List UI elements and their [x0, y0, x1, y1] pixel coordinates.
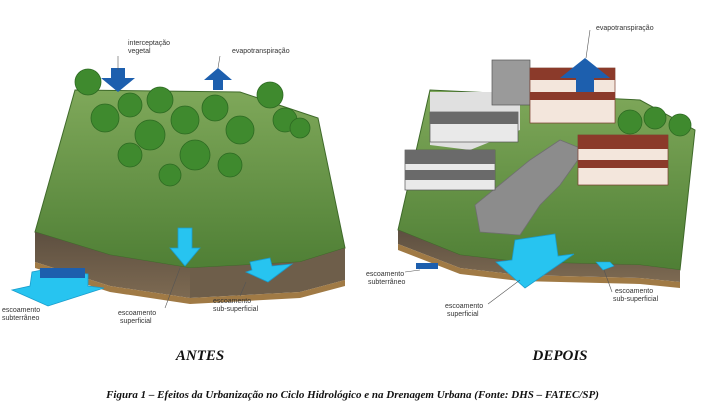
tree-icon: [225, 115, 255, 145]
after-label-groundwater-1: escoamento: [366, 271, 404, 278]
after-title: DEPOIS: [532, 348, 588, 364]
after-subsurface-arrow: [595, 261, 615, 271]
after-groundwater-arrow: [416, 263, 438, 269]
after-label-evapotranspiration: evapotranspiração: [596, 25, 654, 32]
before-groundwater-layer: [35, 262, 345, 304]
tree-icon: [74, 68, 102, 96]
before-label-surface-1: escoamento: [118, 310, 156, 317]
tree-icon: [289, 117, 311, 139]
after-evapotranspiration-arrow: [560, 58, 610, 92]
tree-icon: [179, 139, 211, 171]
tree-icon: [158, 163, 182, 187]
before-label-groundwater-2: subterrâneo: [2, 315, 39, 322]
tree-icon: [170, 105, 200, 135]
tree-icon: [90, 103, 120, 133]
tree-icon: [643, 106, 667, 130]
before-title: ANTES: [175, 348, 225, 364]
tree-icon: [617, 109, 643, 135]
before-label-surface-2: superficial: [120, 318, 152, 325]
before-label-interception-2: vegetal: [128, 48, 151, 55]
after-label-surface-1: escoamento: [445, 303, 483, 310]
before-vegetation: [74, 68, 311, 187]
after-surface-runoff-arrow: [495, 233, 575, 289]
before-panel: interceptação vegetal evapotranspiração …: [2, 40, 346, 325]
tree-icon: [256, 81, 284, 109]
before-groundwater-arrow: [10, 269, 105, 307]
before-label-subsurface-1: escoamento: [213, 298, 251, 305]
before-evapotranspiration-arrow: [204, 68, 232, 90]
after-soil-front: [398, 230, 680, 282]
before-interception-arrow: [101, 68, 135, 92]
before-leader-lines: [117, 55, 247, 309]
before-groundwater-block: [40, 268, 85, 278]
tree-icon: [134, 119, 166, 151]
figure-caption: Figura 1 – Efeitos da Urbanização no Cic…: [106, 389, 599, 401]
after-road: [474, 139, 586, 236]
after-vegetation: [617, 106, 692, 137]
after-groundwater-layer: [398, 244, 680, 288]
building-icon: [491, 59, 531, 106]
before-label-subsurface-2: sub-superficial: [213, 306, 259, 313]
after-label-subsurface-2: sub-superficial: [613, 296, 659, 303]
before-subsurface-arrow: [244, 257, 294, 283]
before-soil-left: [35, 232, 190, 298]
before-surface-runoff-arrow: [169, 227, 201, 267]
before-label-evapotranspiration: evapotranspiração: [232, 48, 290, 55]
tree-icon: [668, 113, 692, 137]
tree-icon: [217, 152, 243, 178]
tree-icon: [117, 92, 143, 118]
tree-icon: [201, 94, 229, 122]
before-label-groundwater-1: escoamento: [2, 307, 40, 314]
after-label-groundwater-2: subterrâneo: [368, 279, 405, 286]
before-label-interception-1: interceptação: [128, 40, 170, 47]
after-label-subsurface-1: escoamento: [615, 288, 653, 295]
after-leader-lines: [404, 269, 613, 305]
tree-icon: [146, 86, 174, 114]
after-panel: evapotranspiração escoamento subterrâneo…: [366, 25, 696, 318]
after-buildings: [404, 59, 669, 191]
after-label-surface-2: superficial: [447, 311, 479, 318]
tree-icon: [117, 142, 143, 168]
